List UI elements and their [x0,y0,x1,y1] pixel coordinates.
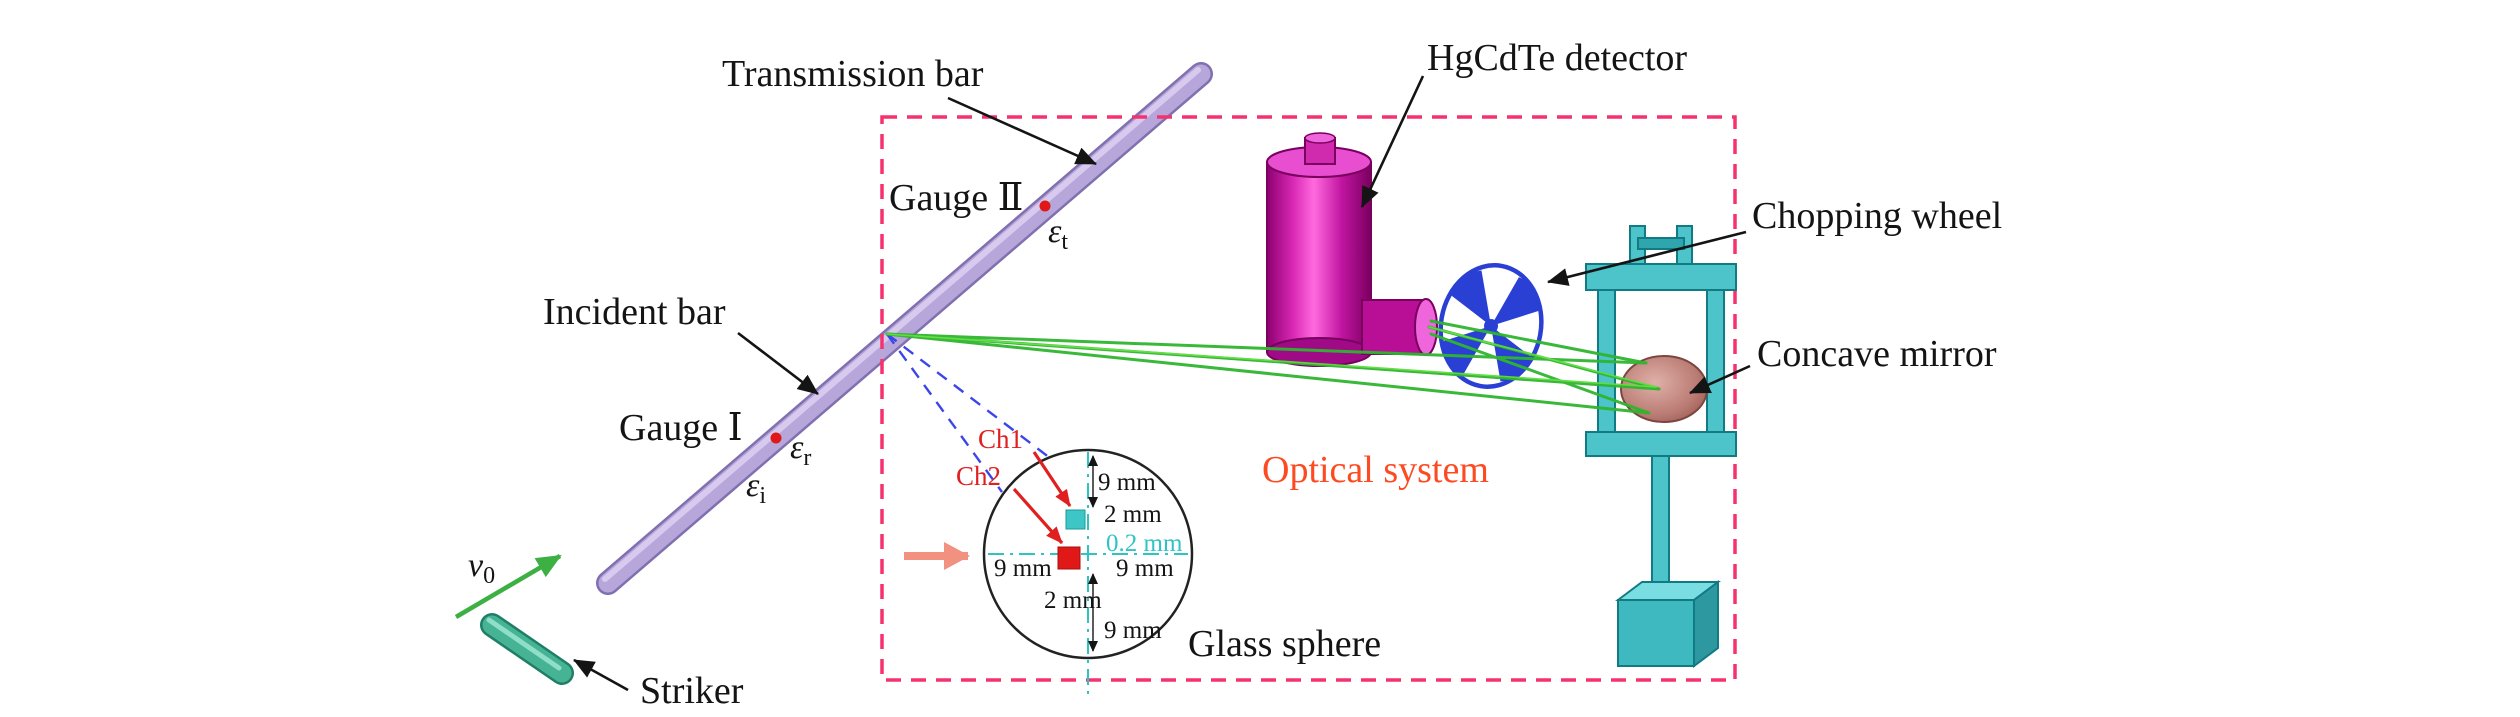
glass-sphere-label: Glass sphere [1188,623,1381,665]
epsilon-sub-i: i [759,483,766,509]
transmission-bar-arrow [947,96,1097,166]
strain-epsilon-r: εr [790,429,811,471]
pressure-bar-body [598,64,1211,593]
glass-sphere-inset [904,448,1194,698]
stand-post-right [1706,289,1725,437]
ch1-arrow [1032,451,1072,507]
ch1-label: Ch1 [978,424,1023,454]
magnifier-cone-line [886,333,1003,493]
velocity-arrow [454,554,562,619]
dim-square-top-label: 2 mm [1104,501,1162,528]
stand-top-bar [1585,263,1737,291]
beam-lines [885,319,1661,415]
wheel-hub [1484,319,1498,333]
annotation-arrows [573,75,1751,692]
v-sub-0: 0 [483,563,495,589]
epsilon-sub-t: t [1061,229,1068,255]
beam-line [1429,332,1651,415]
dim-gap-label: 0.2 mm [1106,530,1183,557]
striker-label: Striker [640,670,744,712]
magnifier-cone-line [886,333,1051,459]
mirror-arrow [1689,364,1751,395]
detector-body [1266,161,1372,353]
wheel-blade [1451,270,1491,326]
strain-epsilon-t: εt [1048,213,1068,255]
detector-arrow [1360,75,1425,208]
wheel-blade [1443,326,1491,375]
incident-bar-arrow [737,331,819,396]
optical-system-label: Optical system [1262,449,1489,491]
striker-arrow [573,658,629,692]
striker-highlight [486,617,562,671]
beam-line [885,332,1648,365]
optical-system-box [880,115,1737,682]
gauge-2-label: Gauge Ⅱ [889,177,1024,219]
incident-bar-label: Incident bar [543,291,726,333]
beam-line-bright [886,333,1657,388]
beam-line-bright [1428,326,1657,388]
stand-mid-bar [1585,431,1737,457]
beam-line [885,332,1651,415]
pressure-bar-highlight [602,67,1201,582]
base-cube-front [1617,599,1695,667]
transmission-bar-label: Transmission bar [722,53,984,95]
ch1-spot [1065,509,1086,530]
wheel-label: Chopping wheel [1752,195,2002,237]
epsilon-glyph: ε [746,467,760,504]
dim-square-bottom-label: 2 mm [1044,587,1102,614]
ch2-spot [1057,546,1081,570]
striker-assembly [454,554,574,685]
wheel-blade [1491,277,1539,326]
gauge-2-dot [1039,200,1051,212]
stand-axle [1637,237,1685,250]
mirror-stand [1585,225,1737,668]
gauge-1-dot [770,432,782,444]
wheel-arrow [1547,230,1747,286]
dim-left-label: 9 mm [994,555,1052,582]
epsilon-glyph: ε [1048,213,1062,250]
magnifier-cone [886,333,1051,493]
gauge-1-label: Gauge Ⅰ [619,407,743,449]
wheel-rim [1438,263,1544,389]
detector-label: HgCdTe detector [1427,37,1687,79]
dim-top-label: 9 mm [1098,469,1156,496]
strain-epsilon-i: εi [746,467,766,509]
pressure-bar [596,62,1213,595]
v-glyph: v [468,547,484,584]
epsilon-glyph: ε [790,429,804,466]
hgcdte-detector [1266,132,1438,367]
epsilon-sub-r: r [803,445,811,471]
ch2-arrow [1012,487,1064,545]
mirror-label: Concave mirror [1757,333,1997,375]
beam-line [1429,319,1648,365]
dim-bottom-label: 9 mm [1104,617,1162,644]
dim-right-label: 9 mm [1116,555,1174,582]
ch2-label: Ch2 [956,461,1001,491]
velocity-symbol: v0 [468,547,495,589]
stand-lower-rod [1651,455,1670,589]
detector-knob-top [1304,132,1336,144]
